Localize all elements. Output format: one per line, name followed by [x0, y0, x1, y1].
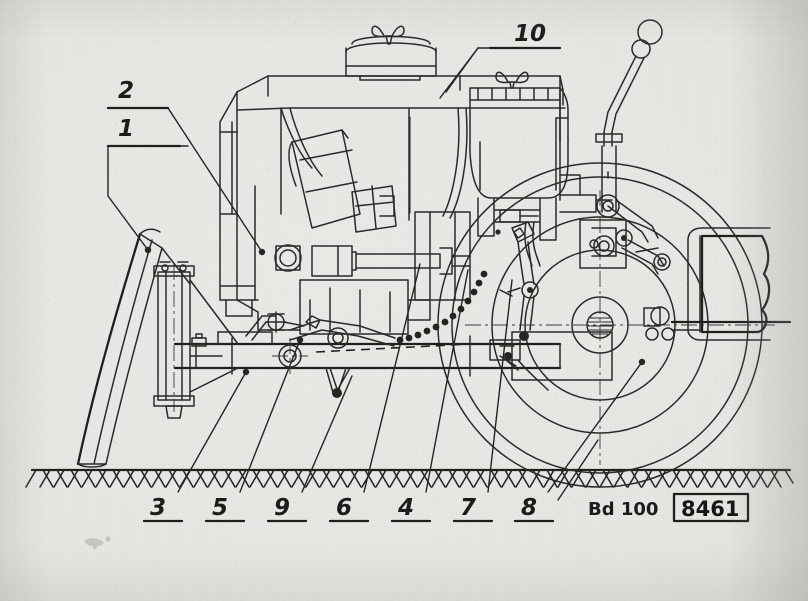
rear-lift-linkage-group	[559, 174, 675, 341]
ground-line-group	[25, 468, 794, 488]
callout-label-9: 9	[274, 495, 290, 521]
callout-labels-bottom: 3 5 9 6 4 7 8	[142, 495, 555, 523]
leader-lines-bottom	[177, 263, 646, 501]
drawing-number-label: 8461	[681, 497, 739, 521]
main-frame-beam-group	[173, 331, 613, 398]
callout-label-8: 8	[521, 495, 537, 521]
horizontal-muffler-group	[274, 244, 471, 277]
callout-label-4: 4	[397, 495, 414, 521]
callout-label-3: 3	[150, 495, 166, 521]
callout-label-2: 2	[118, 78, 134, 104]
callout-label-7: 7	[460, 495, 476, 521]
linkage-chain-group	[191, 270, 488, 349]
muffler-cylinder-group	[288, 129, 397, 233]
fuel-tank-group	[469, 71, 569, 267]
gear-lever-group	[595, 19, 663, 218]
title-block: Bd 100 8461	[588, 492, 750, 523]
hood-nose-group	[219, 91, 256, 317]
dozer-blade-group	[76, 228, 239, 468]
callout-label-6: 6	[336, 495, 352, 521]
callout-label-5: 5	[212, 495, 228, 521]
callout-labels-top-right: 10	[488, 21, 562, 50]
rear-hitch-group	[670, 227, 792, 341]
ground-hatching	[25, 469, 794, 488]
callout-label-10: 10	[514, 21, 546, 47]
air-filter-group	[345, 25, 437, 81]
faint-stamp-smudge	[84, 536, 111, 549]
drawing-code-label: Bd 100	[588, 499, 658, 520]
callout-labels-top-left: 2 1	[106, 78, 182, 148]
callout-label-1: 1	[118, 116, 134, 142]
beam-rear-bracket-group	[489, 221, 549, 391]
